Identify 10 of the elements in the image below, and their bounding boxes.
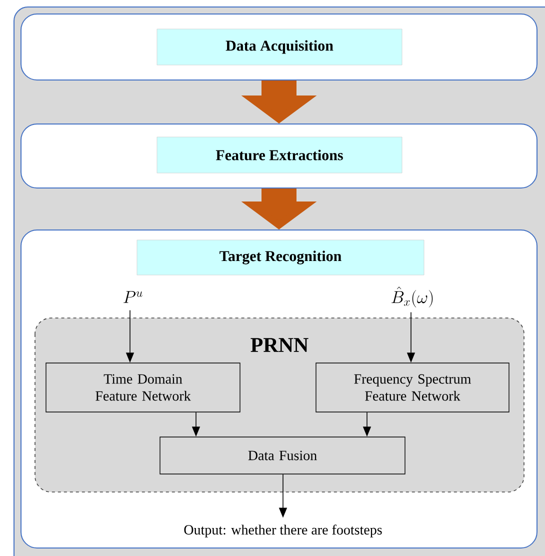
input-formula: $\hat{B}_{x}(\omega)$ (392, 286, 433, 308)
output-text: Output: whether there are footsteps (184, 524, 382, 538)
stage-heading-box: Data Acquisition (156, 28, 402, 66)
group-title: PRNN (250, 338, 308, 352)
stage-heading-box: Target Recognition (136, 240, 424, 276)
process-box: Frequency Spectrum Feature Network (316, 362, 510, 412)
process-box: Time Domain Feature Network (46, 362, 240, 412)
input-formula: $P^{u}$ (124, 291, 142, 303)
process-box: Data Fusion (160, 436, 406, 474)
stage-heading-box: Feature Extractions (156, 136, 402, 174)
